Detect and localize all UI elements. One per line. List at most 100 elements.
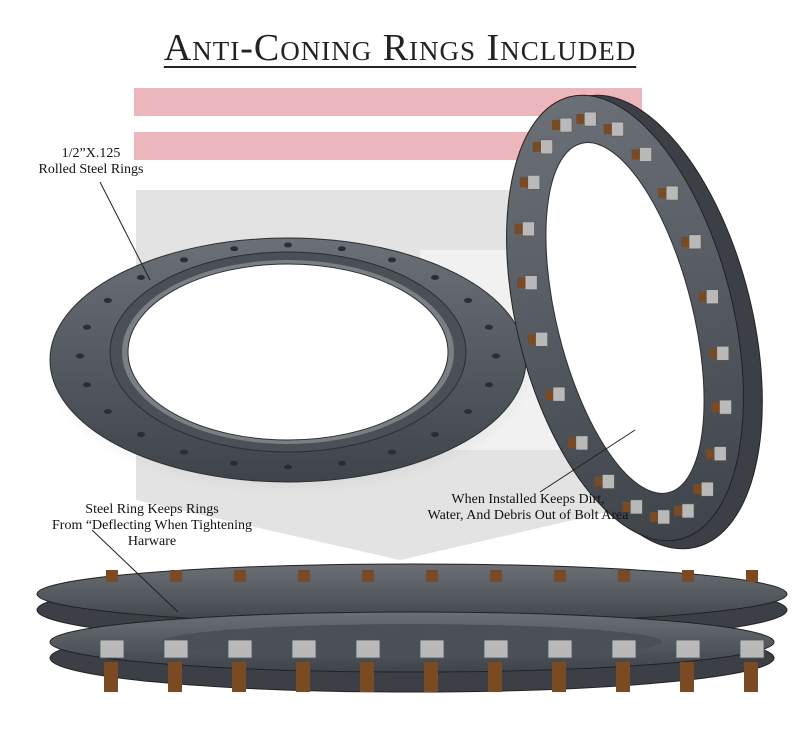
- hex-bolt-head: [719, 399, 732, 415]
- callout-line: Steel Ring Keeps Rings: [85, 502, 219, 517]
- bronze-nut: [567, 437, 577, 448]
- bronze-nut: [682, 570, 694, 582]
- hex-bolt-head: [483, 639, 509, 659]
- hex-bolt-head: [701, 481, 714, 497]
- callout-line: Harware: [127, 534, 177, 549]
- hex-bolt-head: [524, 275, 538, 290]
- threaded-stud: [360, 662, 374, 692]
- bronze-nut: [631, 149, 641, 160]
- threaded-stud: [296, 662, 310, 692]
- threaded-stud: [232, 662, 246, 692]
- hex-bolt-head: [630, 499, 643, 515]
- bronze-nut: [170, 570, 182, 582]
- bolt-hole: [83, 382, 92, 388]
- callout-line: Rolled Steel Rings: [38, 162, 144, 177]
- bolt-hole: [136, 275, 145, 281]
- bolt-hole: [284, 464, 292, 470]
- hex-bolt-head: [739, 639, 765, 659]
- hex-bolt-head: [675, 639, 701, 659]
- bolt-hole-ring: [76, 242, 500, 470]
- bronze-nut: [298, 570, 310, 582]
- bronze-nut: [594, 476, 604, 487]
- bronze-nut: [514, 223, 524, 234]
- bronze-nut: [576, 114, 586, 125]
- callout-rolled-steel-rings: 1/2”X.125 Rolled Steel Rings: [2, 146, 180, 178]
- bronze-nut: [674, 505, 684, 516]
- bronze-nut: [426, 570, 438, 582]
- bronze-nut: [544, 389, 554, 400]
- hex-bolt-head: [552, 386, 566, 402]
- threaded-stud: [168, 662, 182, 692]
- bronze-nut: [551, 120, 561, 131]
- bronze-nut: [746, 570, 758, 582]
- bolt-hole: [76, 353, 84, 359]
- hex-bolt-head: [639, 147, 652, 162]
- hex-bolt-head: [611, 121, 624, 137]
- hex-bolt-head: [99, 639, 125, 659]
- hex-bolt-head: [419, 639, 445, 659]
- bronze-nut: [649, 511, 659, 522]
- hex-bolt-head: [706, 289, 719, 305]
- hex-bolt-head: [355, 639, 381, 659]
- callout-line: From “Deflecting When Tightening: [52, 518, 252, 533]
- bolt-hole: [388, 449, 396, 455]
- bronze-nut: [517, 277, 527, 288]
- threaded-stud: [488, 662, 502, 692]
- bolt-hole: [431, 275, 440, 281]
- bronze-nut: [106, 570, 118, 582]
- hex-bolt-head: [575, 435, 589, 451]
- bolt-hole: [484, 324, 493, 330]
- hex-bolt-head: [522, 221, 535, 237]
- tilted-bolt-set: [514, 111, 732, 525]
- bolt-hole: [388, 257, 396, 263]
- hex-bolt-head: [163, 639, 189, 659]
- hex-bolt-head: [547, 639, 573, 659]
- threaded-stud: [104, 662, 118, 692]
- bolt-hole: [83, 324, 92, 330]
- bronze-nut: [708, 348, 718, 359]
- hex-bolt-head: [657, 509, 670, 525]
- hex-bolt-head: [681, 503, 695, 519]
- bolt-hole: [464, 409, 473, 414]
- callout-line: 1/2”X.125: [61, 146, 121, 161]
- bolt-hole: [180, 449, 188, 455]
- bronze-nut: [681, 236, 691, 247]
- bolt-hole: [284, 242, 292, 248]
- bronze-nut: [532, 141, 542, 152]
- bronze-nut: [618, 570, 630, 582]
- bottom-ring-assembly: [36, 563, 788, 693]
- bronze-nut: [693, 484, 703, 495]
- bronze-nut: [527, 334, 537, 345]
- hex-bolt-head: [559, 117, 573, 133]
- hex-bolt-head: [716, 346, 730, 361]
- bronze-nut: [706, 448, 716, 459]
- bronze-nut: [234, 570, 246, 582]
- hex-bolt-head: [584, 111, 597, 127]
- leader-rolled-rings: [99, 181, 151, 281]
- bronze-nut: [622, 501, 632, 512]
- threaded-stud: [552, 662, 566, 692]
- bolt-hole: [103, 298, 112, 303]
- flat-anti-coning-ring: [45, 237, 535, 495]
- threaded-stud: [616, 662, 630, 692]
- callout-installed: When Installed Keeps Dirt, Water, And De…: [405, 492, 651, 524]
- bolt-hole: [180, 257, 188, 263]
- bronze-nut: [698, 291, 708, 302]
- hex-bolt-head: [713, 446, 727, 461]
- bolt-hole: [337, 246, 346, 252]
- bottom-bolt-set: [99, 570, 765, 692]
- threaded-stud: [744, 662, 758, 692]
- hex-bolt-head: [665, 185, 679, 201]
- hex-bolt-head: [540, 139, 553, 155]
- bolt-hole: [484, 382, 493, 388]
- bronze-nut: [519, 177, 529, 188]
- bolt-hole: [136, 431, 145, 437]
- bronze-nut: [658, 188, 668, 199]
- callout-steel-ring: Steel Ring Keeps Rings From “Deflecting …: [2, 502, 302, 550]
- hex-bolt-head: [688, 234, 702, 250]
- hex-bolt-head: [527, 175, 541, 190]
- bolt-hole: [230, 460, 239, 466]
- page-title: Anti-Coning Rings Included: [163, 27, 637, 69]
- hex-bolt-head: [602, 474, 615, 489]
